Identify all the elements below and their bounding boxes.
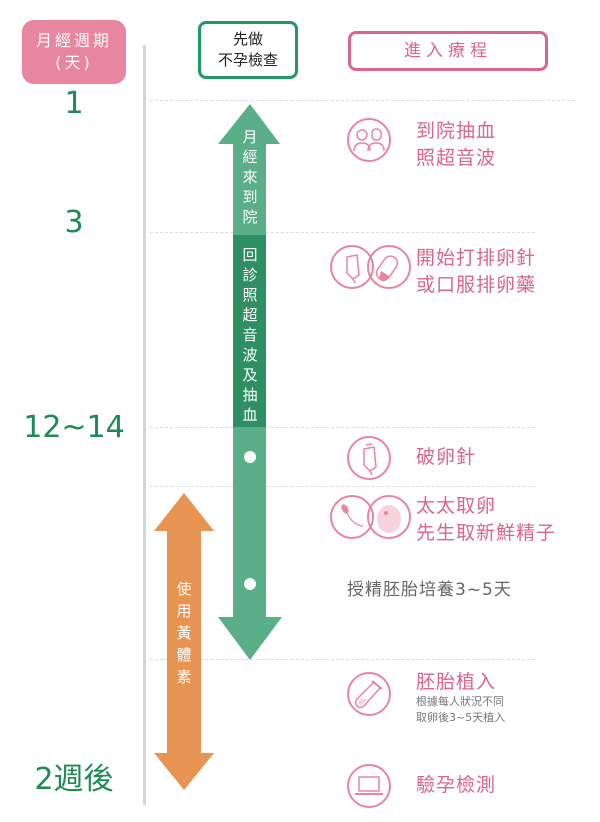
green-double-arrow <box>218 104 282 660</box>
pretest-header-line1: 先做 <box>232 30 263 48</box>
step-embryo-transfer: 胚胎植入 根據每人狀況不同 取卵後3~5天植入 <box>416 671 506 724</box>
timeline-axis <box>143 45 146 805</box>
orange-arrow-label: 使 用 黃 體 素 <box>176 580 192 686</box>
couple-icon <box>347 118 391 162</box>
divider-day3 <box>150 232 535 233</box>
step-egg-sperm-retrieval: 太太取卵 先生取新鮮精子 <box>416 495 557 544</box>
pretest-header: 先做 不孕檢查 <box>198 21 298 79</box>
step-embryo-culture: 授精胚胎培養3~5天 <box>347 580 512 600</box>
divider-retrieval <box>150 486 535 487</box>
step-trigger-shot: 破卵針 <box>416 446 477 468</box>
day-label-2-weeks: 2週後 <box>34 762 114 797</box>
test-tube-icon <box>347 672 391 716</box>
laptop-icon <box>347 764 391 808</box>
cycle-header-unit: (天) <box>55 53 93 72</box>
syringe-icon <box>347 436 391 480</box>
sperm-and-egg-icon <box>330 495 411 539</box>
step-pregnancy-test: 驗孕檢測 <box>416 774 497 796</box>
step-blood-ultrasound: 到院抽血 照超音波 <box>416 120 497 169</box>
cycle-header-title: 月經週期 <box>35 31 112 50</box>
cycle-header: 月經週期 (天) <box>22 20 126 84</box>
divider-day12 <box>150 427 535 428</box>
syringe-and-pill-icon <box>330 245 411 289</box>
step-ovulation-meds: 開始打排卵針 或口服排卵藥 <box>416 247 537 296</box>
day-label-1: 1 <box>64 86 84 121</box>
green-arrow-label-2: 回 診 照 超 音 波 及 抽 血 <box>242 246 258 424</box>
treatment-header: 進入療程 <box>348 31 548 71</box>
day-label-12-14: 12~14 <box>23 410 125 445</box>
orange-double-arrow <box>154 493 214 790</box>
pretest-header-line2: 不孕檢查 <box>217 51 278 69</box>
green-arrow-label-1: 月 經 來 到 院 <box>242 128 258 226</box>
divider-transfer <box>150 659 535 660</box>
day-label-3: 3 <box>64 205 84 240</box>
divider-day1 <box>150 100 575 101</box>
